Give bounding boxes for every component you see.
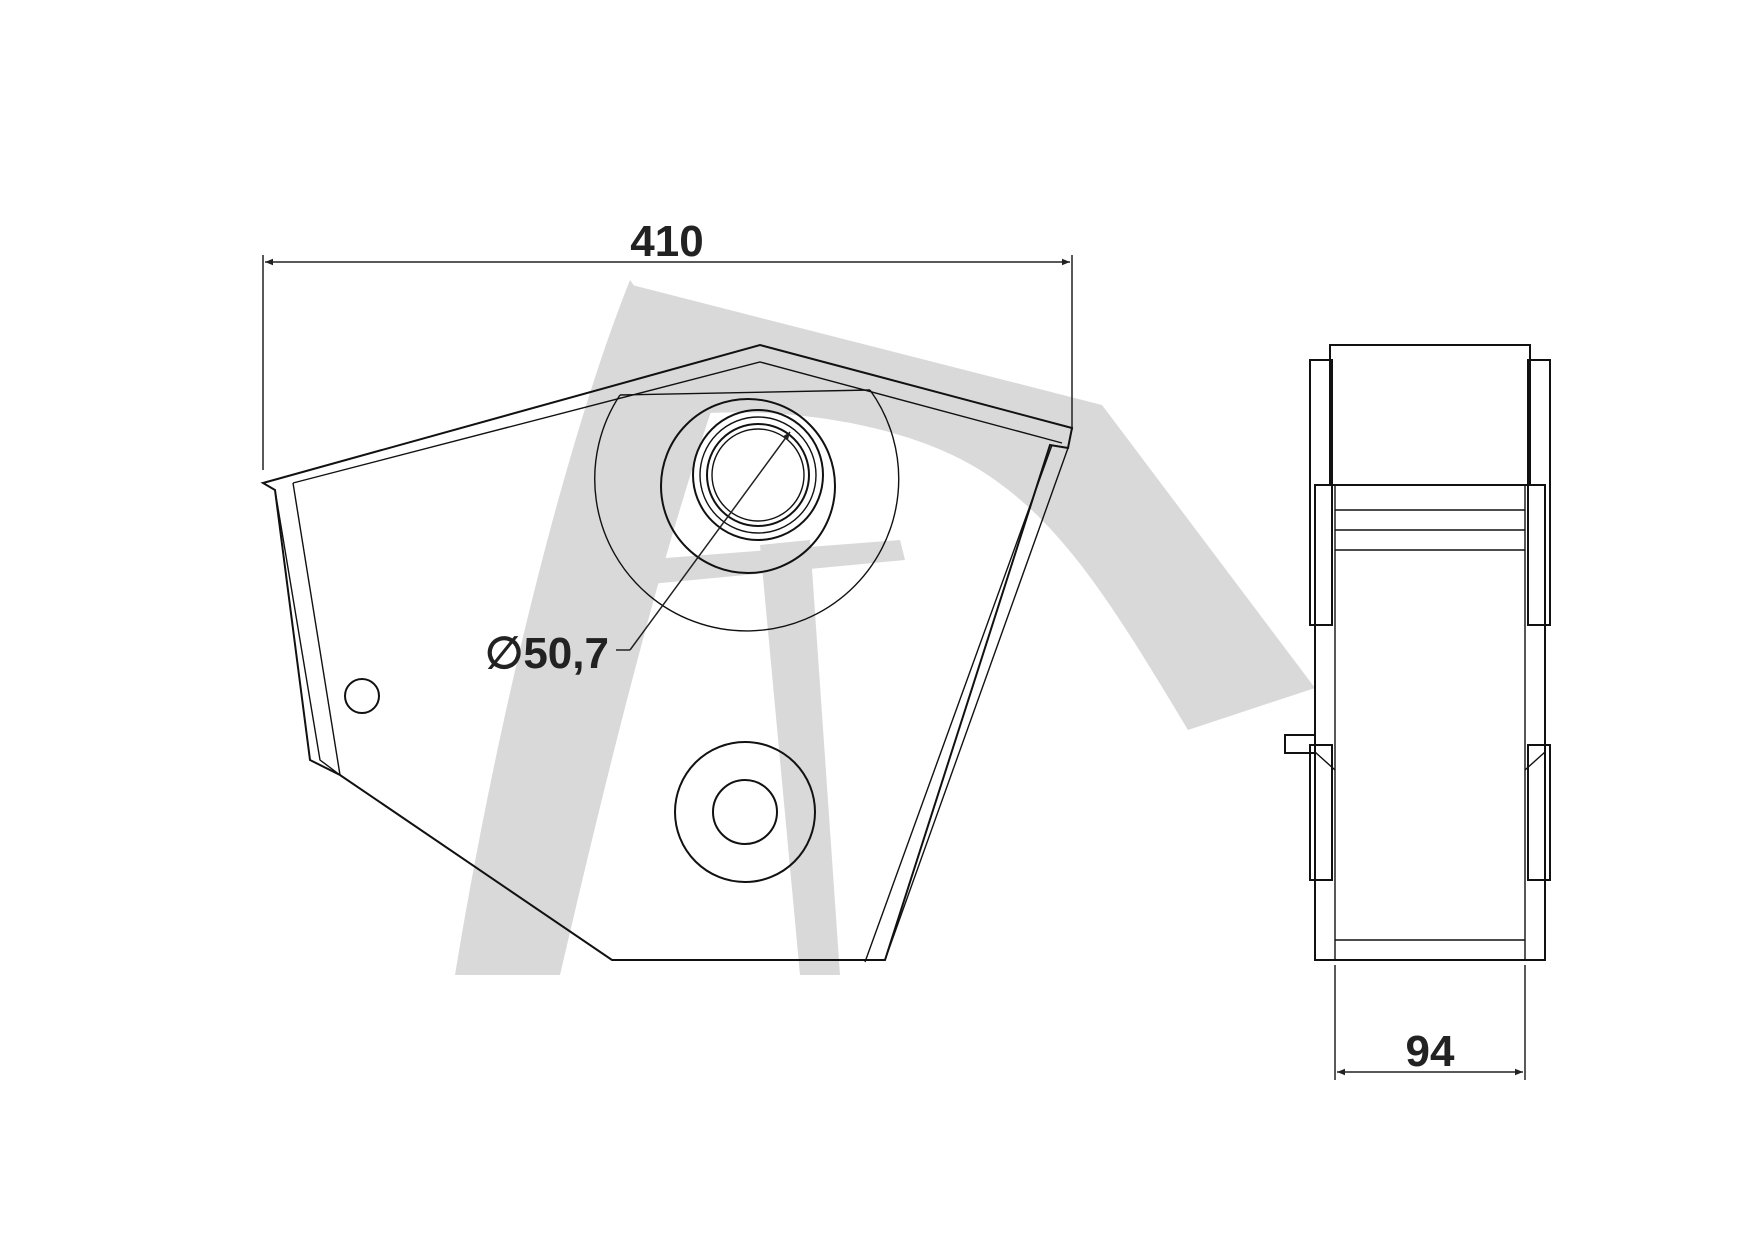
left-flange-edge	[274, 489, 341, 776]
upper-boss-top	[619, 389, 871, 396]
side-right-upper-plate	[1527, 359, 1551, 626]
side-left-lower-plate	[1309, 744, 1333, 881]
bore-ring-inner	[706, 423, 810, 527]
front-view: ∅50,7	[260, 343, 1074, 963]
dimension-410: 410	[262, 217, 1073, 470]
bore-hole	[711, 428, 805, 522]
dimension-94: 94	[1334, 965, 1526, 1080]
watermark-left-leg	[455, 280, 715, 975]
right-flange-edge	[884, 447, 1069, 961]
side-pin-stub	[1284, 734, 1316, 754]
bore-ring-mid	[699, 416, 817, 534]
small-pin-hole	[344, 678, 380, 714]
bore-ring-outer	[692, 409, 824, 541]
diameter-leader	[629, 431, 791, 651]
upper-bushing-outer	[660, 398, 836, 574]
front-top-flange	[292, 361, 1063, 484]
dimension-label-diameter: ∅50,7	[485, 629, 609, 678]
watermark-arch	[625, 285, 1315, 730]
dimension-label-410: 410	[630, 217, 703, 266]
right-flange-inner	[864, 444, 1053, 963]
side-left-upper-plate	[1309, 359, 1333, 626]
side-top-bushing	[1329, 344, 1531, 486]
side-view	[1284, 344, 1551, 961]
upper-boss-arc	[594, 389, 900, 632]
side-chamfer-right	[1524, 751, 1546, 771]
side-right-lower-plate	[1527, 744, 1551, 881]
lower-boss-outer	[674, 741, 816, 883]
watermark-cross-bar	[640, 540, 905, 585]
lower-hole	[712, 779, 778, 845]
dimension-label-94: 94	[1406, 1027, 1455, 1076]
left-flange-inner	[292, 482, 341, 776]
side-body	[1314, 484, 1546, 961]
brand-logo-watermark	[455, 280, 1315, 975]
watermark-mid-leg	[760, 540, 840, 975]
side-chamfer-left	[1314, 751, 1336, 771]
